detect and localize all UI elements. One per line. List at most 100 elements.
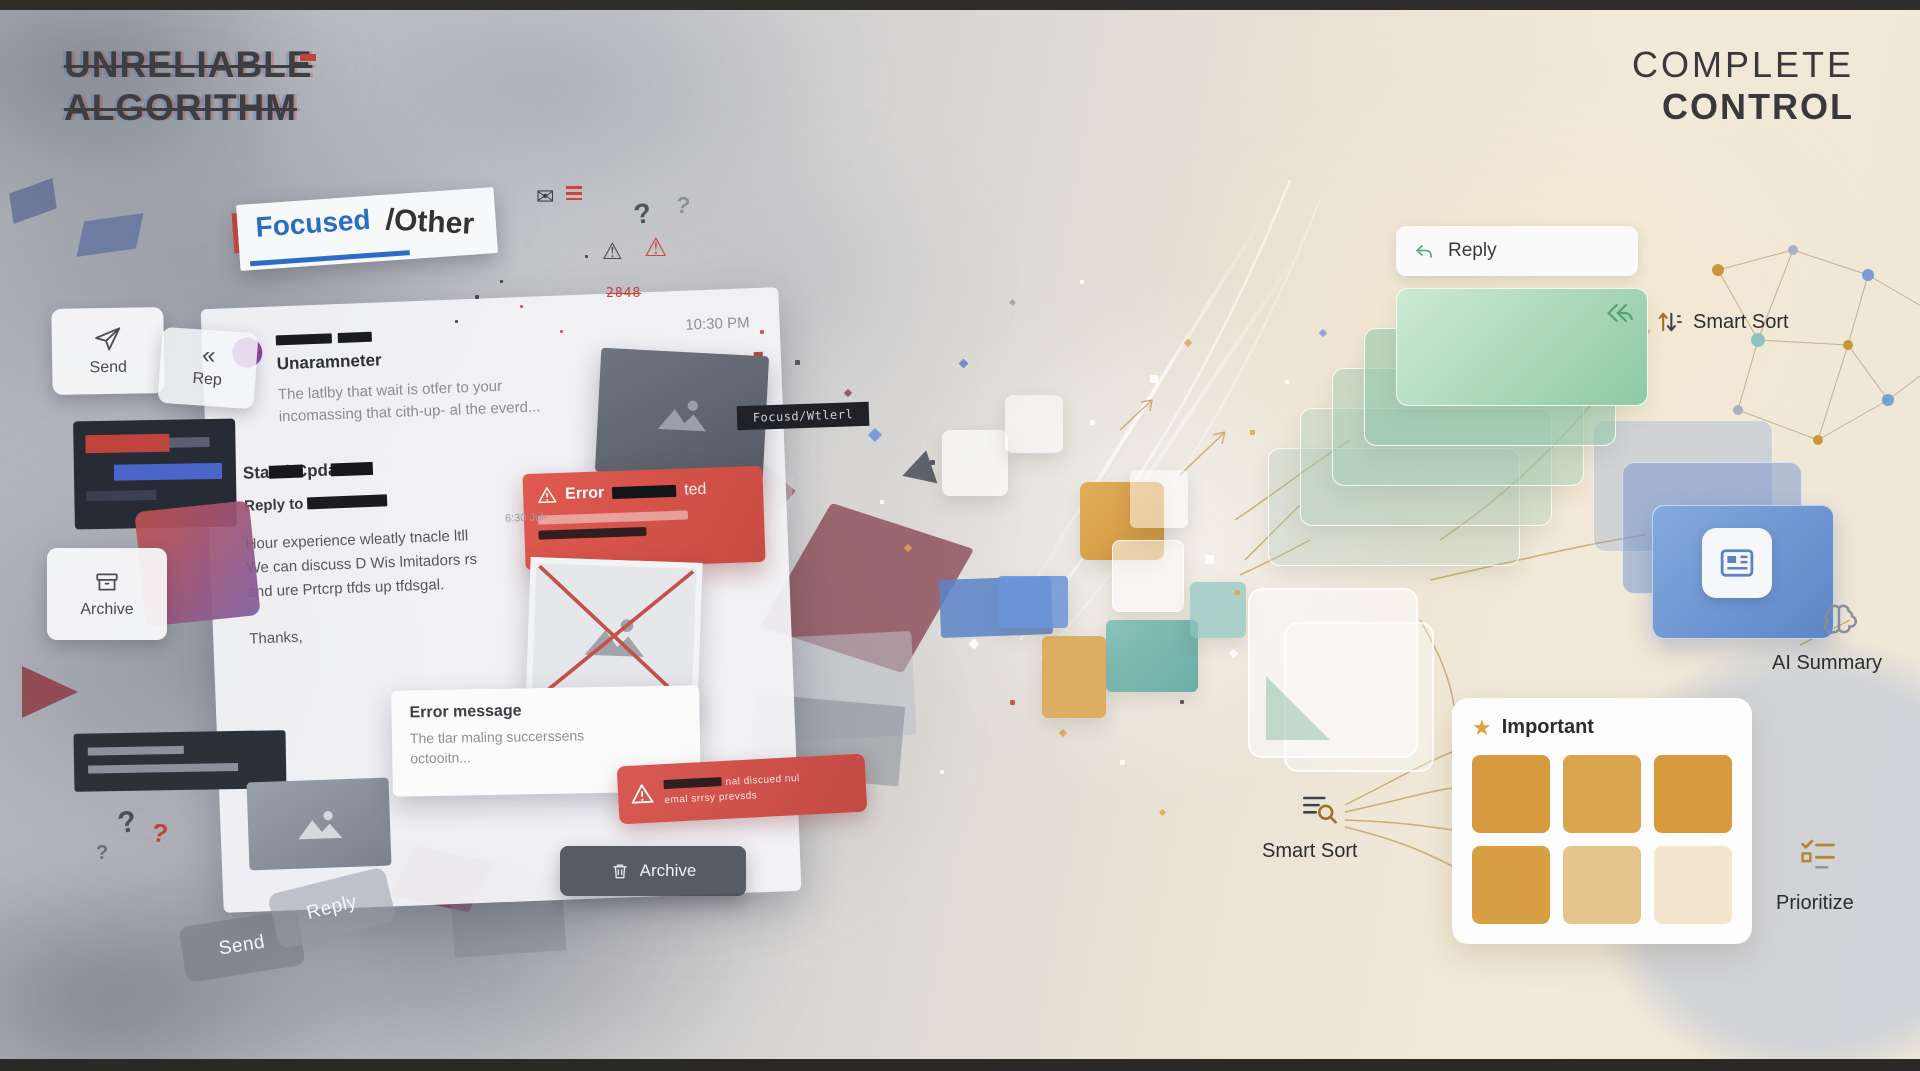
- sort-arrows-icon: [1655, 308, 1683, 336]
- star-icon: ★: [1472, 714, 1492, 740]
- reply-action-label: Reply: [1448, 240, 1497, 261]
- focused-other-tab[interactable]: Focused /Other: [236, 187, 498, 271]
- prioritize-label: Prioritize: [1776, 892, 1854, 914]
- archive-box-icon: [94, 569, 120, 595]
- question-mark: ?: [150, 817, 170, 849]
- reply-arrow-icon: [1412, 239, 1436, 263]
- scatter-dot: [1318, 328, 1328, 338]
- mosaic-tile: [942, 430, 1008, 496]
- redaction: [663, 777, 722, 790]
- question-mark: ?: [674, 191, 692, 219]
- smart-sort-feature: Smart Sort: [1655, 308, 1789, 336]
- left-title: UNRELIABLE ALGORITHM: [64, 44, 312, 130]
- fragment: [902, 446, 944, 484]
- redaction: [307, 493, 388, 509]
- mosaic-tile: [1106, 620, 1198, 692]
- scatter-dot: [475, 295, 479, 299]
- newspaper-icon: [1720, 549, 1754, 577]
- error-suffix: ted: [683, 480, 707, 499]
- brain-icon: [1818, 598, 1860, 640]
- scatter-dot: [1250, 430, 1255, 435]
- scatter-dot: [500, 280, 503, 283]
- reply-button-label: Rep: [191, 369, 223, 389]
- send-button-label: Send: [89, 358, 128, 377]
- tab-other-label[interactable]: /Other: [384, 203, 475, 241]
- scatter-dot: [1010, 700, 1015, 705]
- warning-triangle-icon: [537, 485, 558, 506]
- smart-sort-top-label: Smart Sort: [1693, 310, 1789, 333]
- send-button[interactable]: Send: [51, 307, 165, 395]
- important-tile: [1472, 755, 1550, 833]
- warning-triangle-icon: [630, 782, 655, 807]
- glitch-chip: [300, 54, 316, 61]
- reply-chevrons-icon: «: [201, 341, 217, 370]
- error-message-title: Error message: [409, 702, 522, 722]
- alert-line1: nal discued nul: [725, 772, 801, 788]
- left-title-line1: UNRELIABLE: [64, 44, 313, 85]
- left-title-line2: ALGORITHM: [64, 86, 298, 128]
- scatter-dot: [1285, 380, 1289, 384]
- scatter-dot: [940, 770, 944, 774]
- mountain-image-icon: [298, 811, 343, 840]
- warning-icon: ⚠: [602, 238, 623, 264]
- scatter-dot: [1090, 420, 1095, 425]
- important-grid: [1472, 755, 1732, 924]
- right-title: COMPLETE CONTROL: [1632, 44, 1854, 128]
- checklist-icon: [1798, 836, 1838, 874]
- important-tile: [1654, 755, 1732, 833]
- scatter-dot: [1183, 338, 1193, 348]
- important-tile: [1472, 846, 1550, 924]
- important-tile: [1563, 846, 1641, 924]
- scatter-dot: [1180, 700, 1184, 704]
- top-frame-bar: [0, 0, 1920, 10]
- scatter-dot: [867, 427, 883, 443]
- image-placeholder: [246, 777, 392, 871]
- envelope-icon: ✉: [536, 184, 555, 209]
- error-card: Error ted: [522, 465, 766, 571]
- error-label: Error: [564, 484, 605, 503]
- right-title-line1: COMPLETE: [1631, 44, 1854, 85]
- archive-button[interactable]: Archive: [47, 548, 167, 640]
- reply-action-card[interactable]: Reply: [1396, 226, 1638, 276]
- important-card: ★ Important: [1452, 698, 1752, 944]
- scatter-dot: [843, 388, 853, 398]
- filter-search-icon: [1300, 790, 1340, 826]
- scatter-dot: [795, 360, 800, 365]
- important-tile: [1654, 846, 1732, 924]
- redaction: [612, 484, 677, 500]
- important-label: Important: [1501, 716, 1594, 738]
- smart-sort-left-label: Smart Sort: [1262, 840, 1358, 862]
- important-tile: [1563, 755, 1641, 833]
- scatter-dot: [760, 330, 764, 334]
- reply-button[interactable]: « Rep: [157, 326, 259, 410]
- question-mark: ?: [96, 842, 109, 864]
- scatter-dot: [560, 330, 563, 333]
- alert-banner: nal discued nul emal srrsy prevsds: [616, 753, 868, 825]
- glitch-bars-icon: [566, 186, 582, 200]
- scatter-dot: [930, 460, 935, 465]
- photo-thumbnail: [594, 347, 770, 481]
- email-stack-card: [1396, 288, 1648, 406]
- redacted-bars: [275, 328, 381, 350]
- email-time: 10:30 PM: [685, 314, 750, 334]
- scatter-dot: [585, 255, 588, 258]
- redaction: [330, 461, 374, 476]
- scatter-dot: [1058, 728, 1068, 738]
- scatter-dot: [1120, 760, 1125, 765]
- right-title-line2: CONTROL: [1662, 85, 1854, 127]
- mountain-image-icon: [657, 400, 707, 432]
- triangle-fragment: [22, 666, 78, 718]
- question-mark: ?: [631, 196, 654, 231]
- fragment: [76, 213, 144, 257]
- timestamp: 6:30 Jul-: [504, 511, 548, 525]
- glitched-focused-label: Focusd/Wtlerl: [736, 401, 870, 431]
- archive-bar-button[interactable]: Archive: [560, 846, 746, 896]
- scatter-dot: [1008, 298, 1017, 307]
- tab-focused-label[interactable]: Focused: [254, 203, 372, 243]
- scatter-dot: [1080, 280, 1084, 284]
- tab-active-underline: [249, 250, 410, 267]
- scatter-dot: [958, 358, 969, 369]
- scatter-dot: [968, 638, 980, 650]
- redaction: [268, 464, 304, 479]
